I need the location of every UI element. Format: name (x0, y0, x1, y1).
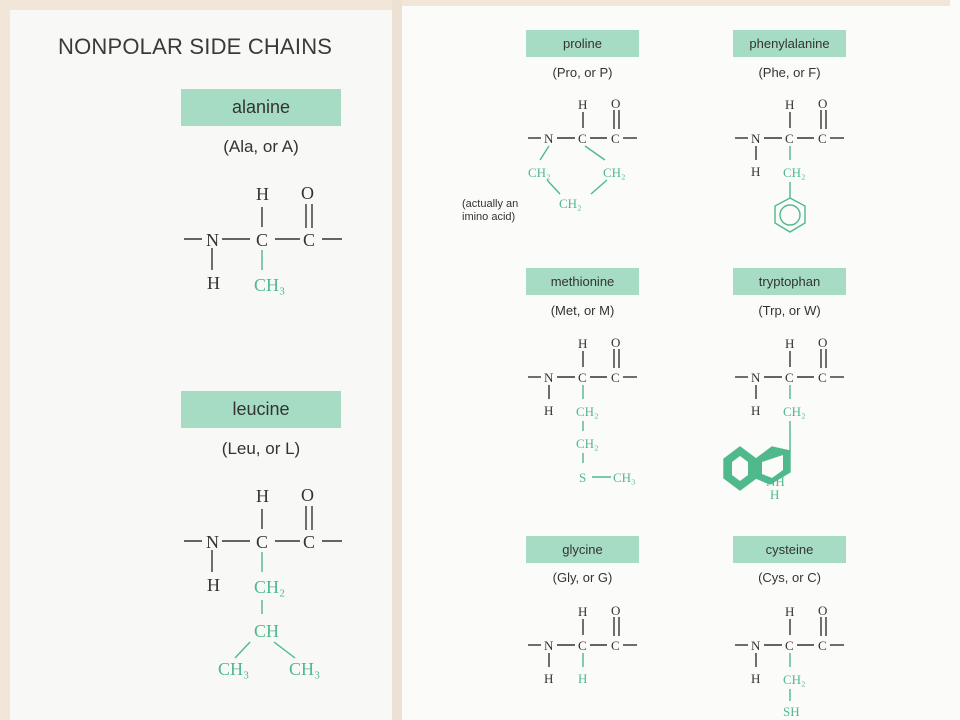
atom-c: C (611, 370, 620, 385)
atom-n: N (544, 131, 554, 146)
side-chain-ch2: CH₂ (603, 165, 626, 180)
atom-h: H (207, 575, 220, 595)
atom-h: H (785, 97, 794, 112)
atom-o: O (301, 485, 314, 505)
side-chain-ch3: CH₃ (218, 659, 249, 679)
atom-h: H (544, 403, 553, 418)
side-chain-ch2: CH₂ (528, 165, 551, 180)
atom-h: H (207, 273, 220, 293)
structure-phenylalanine: N C C H O H CH₂ (735, 96, 844, 233)
atom-o: O (301, 183, 314, 203)
atom-h: H (751, 164, 760, 179)
atom-h: H (751, 671, 760, 686)
abbreviation-leucine: (Leu, or L) (221, 439, 301, 458)
atom-h: H (751, 403, 760, 418)
atom-c: C (785, 131, 794, 146)
structure-leucine: N C C H O H CH₂ CH CH₃ CH₃ (184, 485, 342, 679)
name-label-proline: proline (526, 30, 639, 57)
name-label-methionine: methionine (526, 268, 639, 295)
atom-c: C (785, 370, 794, 385)
name-label-leucine: leucine (181, 391, 341, 428)
atom-c: C (303, 532, 315, 552)
side-chain-ch2: CH₂ (559, 196, 582, 211)
proline-note: (actually an imino acid) (462, 198, 518, 224)
atom-c: C (303, 230, 315, 250)
atom-n: N (751, 131, 761, 146)
atom-c: C (611, 131, 620, 146)
atom-n: N (206, 230, 219, 250)
side-chain-s: S (579, 470, 586, 485)
atom-o: O (611, 335, 620, 350)
atom-c: C (785, 638, 794, 653)
side-chain-ch2: CH₂ (783, 404, 806, 419)
side-chain-ch2: CH₂ (576, 436, 599, 451)
atom-h: H (544, 671, 553, 686)
side-chain-nh: NH (766, 474, 785, 489)
right-panel (402, 6, 950, 720)
atom-h: H (578, 336, 587, 351)
atom-h: H (256, 486, 269, 506)
note-line: (actually an (462, 198, 519, 210)
atom-h: H (578, 97, 587, 112)
name-label-glycine: glycine (526, 536, 639, 563)
atom-n: N (751, 638, 761, 653)
atom-o: O (818, 335, 827, 350)
abbreviation-tryptophan: (Trp, or W) (758, 303, 821, 318)
structure-glycine: N C C H O H H (528, 603, 637, 686)
atom-h: H (578, 604, 587, 619)
atom-c: C (818, 638, 827, 653)
abbreviation-glycine: (Gly, or G) (552, 570, 613, 585)
atom-n: N (544, 370, 554, 385)
name-label-tryptophan: tryptophan (733, 268, 846, 295)
atom-c: C (578, 638, 587, 653)
atom-c: C (256, 230, 268, 250)
side-chain-h: H (578, 671, 587, 686)
atom-o: O (818, 603, 827, 618)
atom-n: N (751, 370, 761, 385)
atom-c: C (818, 370, 827, 385)
name-label-phenylalanine: phenylalanine (733, 30, 846, 57)
atom-c: C (256, 532, 268, 552)
side-chain-sh: SH (783, 704, 800, 719)
atom-c: C (578, 131, 587, 146)
structure-proline: N C C H O CH₂ CH₂ CH₂ (528, 96, 637, 211)
side-chain-ch: CH (254, 621, 279, 641)
side-chain-ch2: CH₂ (783, 672, 806, 687)
atom-o: O (818, 96, 827, 111)
right-edge (950, 0, 960, 720)
side-chain-ch3: CH₃ (254, 275, 285, 295)
panel-divider (392, 0, 402, 720)
name-label-alanine: alanine (181, 89, 341, 126)
structure-methionine: N C C H O H CH₂ CH₂ S CH₃ (528, 335, 637, 485)
side-chain-ch3: CH₃ (613, 470, 636, 485)
atom-c: C (818, 131, 827, 146)
structure-tryptophan: NH H N C C H O H CH₂ (723, 335, 844, 502)
atom-n: N (206, 532, 219, 552)
structure-cysteine: N C C H O H CH₂ SH (735, 603, 844, 719)
side-chain-ch3: CH₃ (289, 659, 320, 679)
atom-o: O (611, 96, 620, 111)
name-label-cysteine: cysteine (733, 536, 846, 563)
atom-c: C (578, 370, 587, 385)
structure-alanine: N C C H O H CH₃ (184, 183, 342, 295)
side-chain-ch2: CH₂ (254, 577, 285, 597)
abbreviation-alanine: (Ala, or A) (223, 137, 299, 156)
atom-h: H (785, 604, 794, 619)
abbreviation-cysteine: (Cys, or C) (758, 570, 821, 585)
atom-h: H (785, 336, 794, 351)
atom-n: N (544, 638, 554, 653)
atom-o: O (611, 603, 620, 618)
atom-h: H (256, 184, 269, 204)
side-chain-nh-h: H (770, 487, 779, 502)
abbreviation-proline: (Pro, or P) (552, 65, 613, 80)
side-chain-ch2: CH₂ (576, 404, 599, 419)
atom-c: C (611, 638, 620, 653)
side-chain-ch2: CH₂ (783, 165, 806, 180)
abbreviation-phenylalanine: (Phe, or F) (758, 65, 821, 80)
section-title: NONPOLAR SIDE CHAINS (58, 34, 333, 59)
note-line: imino acid) (462, 211, 516, 223)
abbreviation-methionine: (Met, or M) (550, 303, 615, 318)
left-panel (10, 10, 392, 720)
